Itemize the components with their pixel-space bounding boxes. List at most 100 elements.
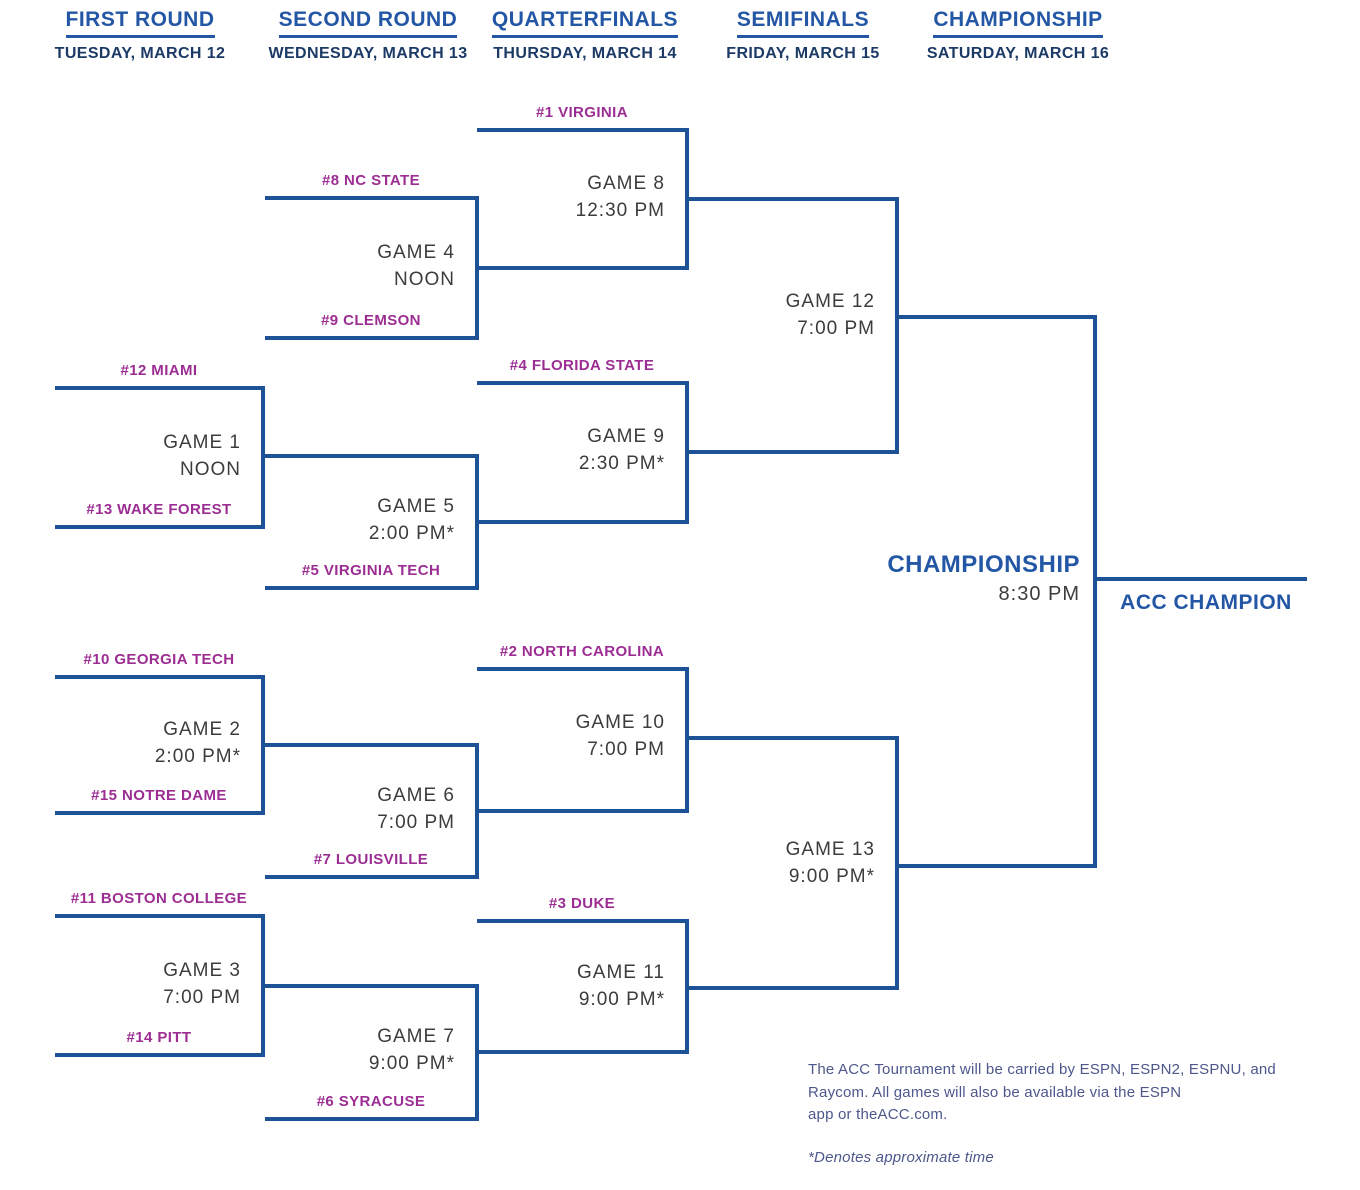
game-6-block: GAME 6 7:00 PM <box>235 782 455 836</box>
game-11-block: GAME 11 9:00 PM* <box>445 959 665 1013</box>
game-12-block: GAME 12 7:00 PM <box>655 288 875 342</box>
team-label-notre-dame: #15 NOTRE DAME <box>91 787 227 804</box>
team-label-virginia-tech: #5 VIRGINIA TECH <box>301 562 441 579</box>
game-time: 2:00 PM* <box>368 523 455 544</box>
game-8-block: GAME 8 12:30 PM <box>445 170 665 224</box>
round-header-second-round: SECOND ROUND WEDNESDAY, MARCH 13 <box>228 8 508 63</box>
line-game6-winner <box>475 809 689 813</box>
line-game2-winner <box>261 743 479 747</box>
line-game3-top <box>55 914 263 918</box>
championship-time: 8:30 PM <box>998 583 1080 605</box>
line-game7-bottom <box>265 1117 477 1121</box>
team-label-north-carolina: #2 NORTH CAROLINA <box>499 643 665 660</box>
game-time: 12:30 PM <box>575 200 665 221</box>
round-title: SEMIFINALS <box>736 8 870 38</box>
broadcast-line: app or theACC.com. <box>808 1106 948 1123</box>
game-time: 7:00 PM <box>797 318 875 339</box>
game-time: 2:30 PM* <box>578 453 665 474</box>
line-game6-bottom <box>265 875 477 879</box>
game-label: GAME 9 <box>587 426 665 447</box>
broadcast-note: The ACC Tournament will be carried by ES… <box>808 1059 1308 1127</box>
game-label: GAME 8 <box>587 173 665 194</box>
team-label-nc-state: #8 NC STATE <box>321 172 421 189</box>
game-7-block: GAME 7 9:00 PM* <box>235 1023 455 1077</box>
line-game10-connector <box>685 667 689 813</box>
line-final-connector <box>1093 315 1097 868</box>
line-game7-winner <box>475 1050 689 1054</box>
round-header-championship: CHAMPIONSHIP SATURDAY, MARCH 16 <box>878 8 1158 63</box>
game-time: 9:00 PM* <box>788 866 875 887</box>
game-label: GAME 4 <box>377 242 455 263</box>
line-game2-top <box>55 675 263 679</box>
round-title: FIRST ROUND <box>65 8 215 38</box>
game-label: GAME 11 <box>577 962 665 983</box>
game-label: GAME 7 <box>377 1026 455 1047</box>
line-game3-winner <box>261 984 479 988</box>
line-game5-winner <box>475 520 689 524</box>
line-game8-winner <box>685 197 897 201</box>
game-2-block: GAME 2 2:00 PM* <box>21 716 241 770</box>
game-time: NOON <box>394 269 455 290</box>
line-game4-top <box>265 196 477 200</box>
line-game9-top <box>477 381 687 385</box>
line-game8-top <box>477 128 687 132</box>
game-10-block: GAME 10 7:00 PM <box>445 709 665 763</box>
championship-block: CHAMPIONSHIP 8:30 PM <box>840 551 1080 608</box>
game-5-block: GAME 5 2:00 PM* <box>235 493 455 547</box>
line-game3-bottom <box>55 1053 263 1057</box>
game-label: GAME 10 <box>575 712 665 733</box>
game-time: 7:00 PM <box>587 739 665 760</box>
line-game1-top <box>55 386 263 390</box>
line-game2-bottom <box>55 811 263 815</box>
broadcast-line: The ACC Tournament will be carried by ES… <box>808 1061 1276 1078</box>
team-label-duke: #3 DUKE <box>548 895 616 912</box>
round-title: QUARTERFINALS <box>491 8 679 38</box>
approximate-time-footnote: *Denotes approximate time <box>808 1149 994 1166</box>
line-game9-winner <box>685 450 897 454</box>
round-header-first-round: FIRST ROUND TUESDAY, MARCH 12 <box>0 8 280 63</box>
acc-champion-label: ACC CHAMPION <box>1120 591 1292 614</box>
line-champion <box>1093 577 1307 581</box>
line-game11-winner <box>685 986 897 990</box>
game-9-block: GAME 9 2:30 PM* <box>445 423 665 477</box>
round-title: CHAMPIONSHIP <box>933 8 1103 38</box>
line-game13-winner <box>895 864 1097 868</box>
round-header-quarterfinals: QUARTERFINALS THURSDAY, MARCH 14 <box>445 8 725 63</box>
round-date: WEDNESDAY, MARCH 13 <box>268 45 468 62</box>
game-label: GAME 3 <box>163 960 241 981</box>
team-label-virginia: #1 VIRGINIA <box>536 104 628 121</box>
game-label: GAME 13 <box>785 839 875 860</box>
round-title: SECOND ROUND <box>278 8 458 38</box>
team-label-pitt: #14 PITT <box>126 1029 192 1046</box>
round-date: SATURDAY, MARCH 16 <box>926 45 1110 62</box>
game-label: GAME 12 <box>785 291 875 312</box>
team-label-clemson: #9 CLEMSON <box>321 312 421 329</box>
game-time: 9:00 PM* <box>368 1053 455 1074</box>
team-label-louisville: #7 LOUISVILLE <box>313 851 429 868</box>
team-label-florida-state: #4 FLORIDA STATE <box>509 357 655 374</box>
game-time: NOON <box>180 459 241 480</box>
game-1-block: GAME 1 NOON <box>21 429 241 483</box>
game-time: 7:00 PM <box>377 812 455 833</box>
line-game11-top <box>477 919 687 923</box>
line-game10-top <box>477 667 687 671</box>
game-13-block: GAME 13 9:00 PM* <box>655 836 875 890</box>
championship-title: CHAMPIONSHIP <box>887 551 1080 578</box>
round-date: FRIDAY, MARCH 15 <box>726 45 880 62</box>
game-label: GAME 1 <box>163 432 241 453</box>
game-label: GAME 2 <box>163 719 241 740</box>
game-label: GAME 6 <box>377 785 455 806</box>
game-label: GAME 5 <box>377 496 455 517</box>
round-date: THURSDAY, MARCH 14 <box>493 45 677 62</box>
line-game12-connector <box>895 197 899 454</box>
round-header-semifinals: SEMIFINALS FRIDAY, MARCH 15 <box>663 8 943 63</box>
team-label-syracuse: #6 SYRACUSE <box>316 1093 426 1110</box>
team-label-miami: #12 MIAMI <box>120 362 198 379</box>
team-label-georgia-tech: #10 GEORGIA TECH <box>83 651 235 668</box>
team-label-wake-forest: #13 WAKE FOREST <box>86 501 232 518</box>
line-game1-bottom <box>55 525 263 529</box>
line-game13-connector <box>895 736 899 990</box>
game-time: 2:00 PM* <box>154 746 241 767</box>
game-time: 7:00 PM <box>163 987 241 1008</box>
round-date: TUESDAY, MARCH 12 <box>54 45 226 62</box>
